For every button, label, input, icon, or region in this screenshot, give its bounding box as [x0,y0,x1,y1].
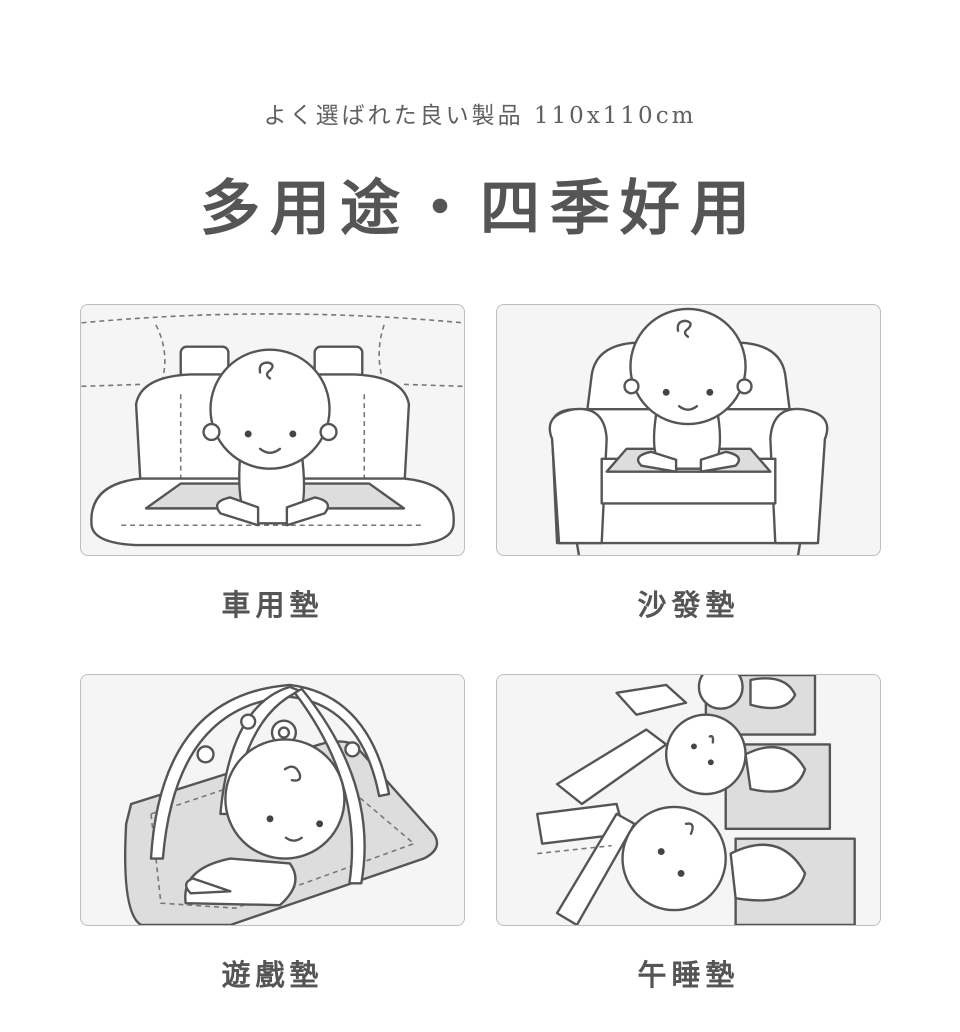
use-label-play: 遊戲墊 [221,958,324,992]
use-label-nap: 午睡墊 [637,958,740,992]
nap-mat-illustration [496,674,881,926]
page-title: 多用途・四季好用 [200,174,760,244]
play-gym-illustration [80,674,465,926]
product-subtitle: よく選ばれた良い製品 110x110cm [263,103,697,129]
sofa-illustration [496,304,881,556]
car-seat-illustration [80,304,465,556]
use-label-car: 車用墊 [221,588,324,622]
use-label-sofa: 沙發墊 [637,588,740,622]
